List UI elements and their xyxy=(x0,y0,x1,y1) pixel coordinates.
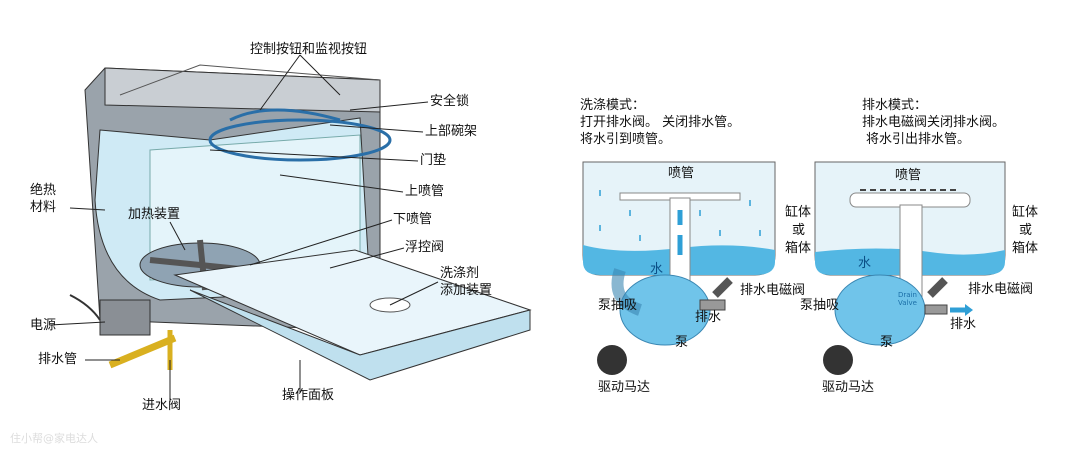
wash-water-label: 水 xyxy=(650,262,664,277)
label-insulation-2: 材料 xyxy=(30,200,57,215)
label-control-panel: 操作面板 xyxy=(282,388,335,403)
drain-pump-suction-label: 泵抽吸 xyxy=(800,298,840,313)
wash-solenoid-label: 排水电磁阀 xyxy=(740,283,806,298)
label-insulation-1: 绝热 xyxy=(30,183,57,198)
drain-tub-label-2: 或 xyxy=(1019,223,1033,238)
drain-drain-label: 排水 xyxy=(950,317,977,332)
label-power: 电源 xyxy=(30,318,57,333)
drain-tub-label-3: 箱体 xyxy=(1012,241,1039,256)
wash-spray-label: 喷管 xyxy=(668,166,695,181)
wash-tub-label-3: 箱体 xyxy=(785,241,812,256)
label-detergent-1: 洗涤剂 xyxy=(440,266,480,281)
wash-pump-suction-label: 泵抽吸 xyxy=(598,298,638,313)
label-controls: 控制按钮和监视按钮 xyxy=(250,42,368,57)
label-detergent-2: 添加装置 xyxy=(440,283,493,298)
label-upper-spray-arm: 上喷管 xyxy=(405,184,445,199)
drain-motor-label: 驱动马达 xyxy=(822,380,875,395)
drain-mode-line1: 排水电磁阀关闭排水阀。 xyxy=(862,115,1006,130)
wash-mode-line2: 将水引到喷管。 xyxy=(580,132,672,147)
label-float-valve: 浮控阀 xyxy=(405,240,445,255)
drain-mode-title: 排水模式： xyxy=(862,98,928,113)
label-heater: 加热装置 xyxy=(128,207,181,222)
watermark: 住小帮@家电达人 xyxy=(10,432,98,445)
wash-mode-illustration xyxy=(582,161,776,375)
label-door-seal: 门垫 xyxy=(420,153,447,168)
drain-mode-illustration xyxy=(814,161,1006,375)
drain-tub-label-1: 缸体 xyxy=(1012,205,1039,220)
label-lower-spray-arm: 下喷管 xyxy=(393,212,433,227)
label-upper-rack: 上部碗架 xyxy=(425,124,478,139)
label-drain-hose: 排水管 xyxy=(38,352,78,367)
drain-valve-label-2: Valve xyxy=(898,299,917,307)
label-inlet-valve: 进水阀 xyxy=(142,398,182,413)
wash-tub-label-1: 缸体 xyxy=(785,205,812,220)
drain-valve-label-1: Drain xyxy=(898,291,917,299)
drain-mode-line2: 将水引出排水管。 xyxy=(866,132,971,147)
wash-mode-line1: 打开排水阀。 关闭排水管。 xyxy=(580,115,741,130)
drain-spray-label: 喷管 xyxy=(895,168,922,183)
drain-solenoid-label: 排水电磁阀 xyxy=(968,282,1034,297)
wash-drain-label: 排水 xyxy=(695,310,722,325)
wash-motor-label: 驱动马达 xyxy=(598,380,651,395)
label-safety-lock: 安全锁 xyxy=(430,94,470,109)
wash-tub-label-2: 或 xyxy=(792,223,806,238)
drain-pump-label: 泵 xyxy=(880,335,894,350)
drain-water-label: 水 xyxy=(858,256,872,271)
wash-pump-label: 泵 xyxy=(675,335,689,350)
wash-mode-title: 洗涤模式： xyxy=(580,98,646,113)
dishwasher-illustration xyxy=(49,54,532,402)
